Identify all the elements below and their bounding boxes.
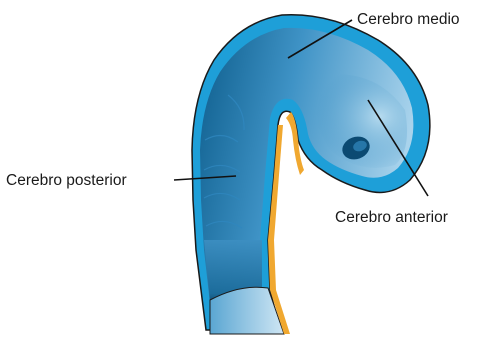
label-midbrain: Cerebro medio bbox=[357, 11, 460, 28]
label-hindbrain: Cerebro posterior bbox=[6, 172, 127, 189]
label-forebrain: Cerebro anterior bbox=[335, 209, 448, 226]
